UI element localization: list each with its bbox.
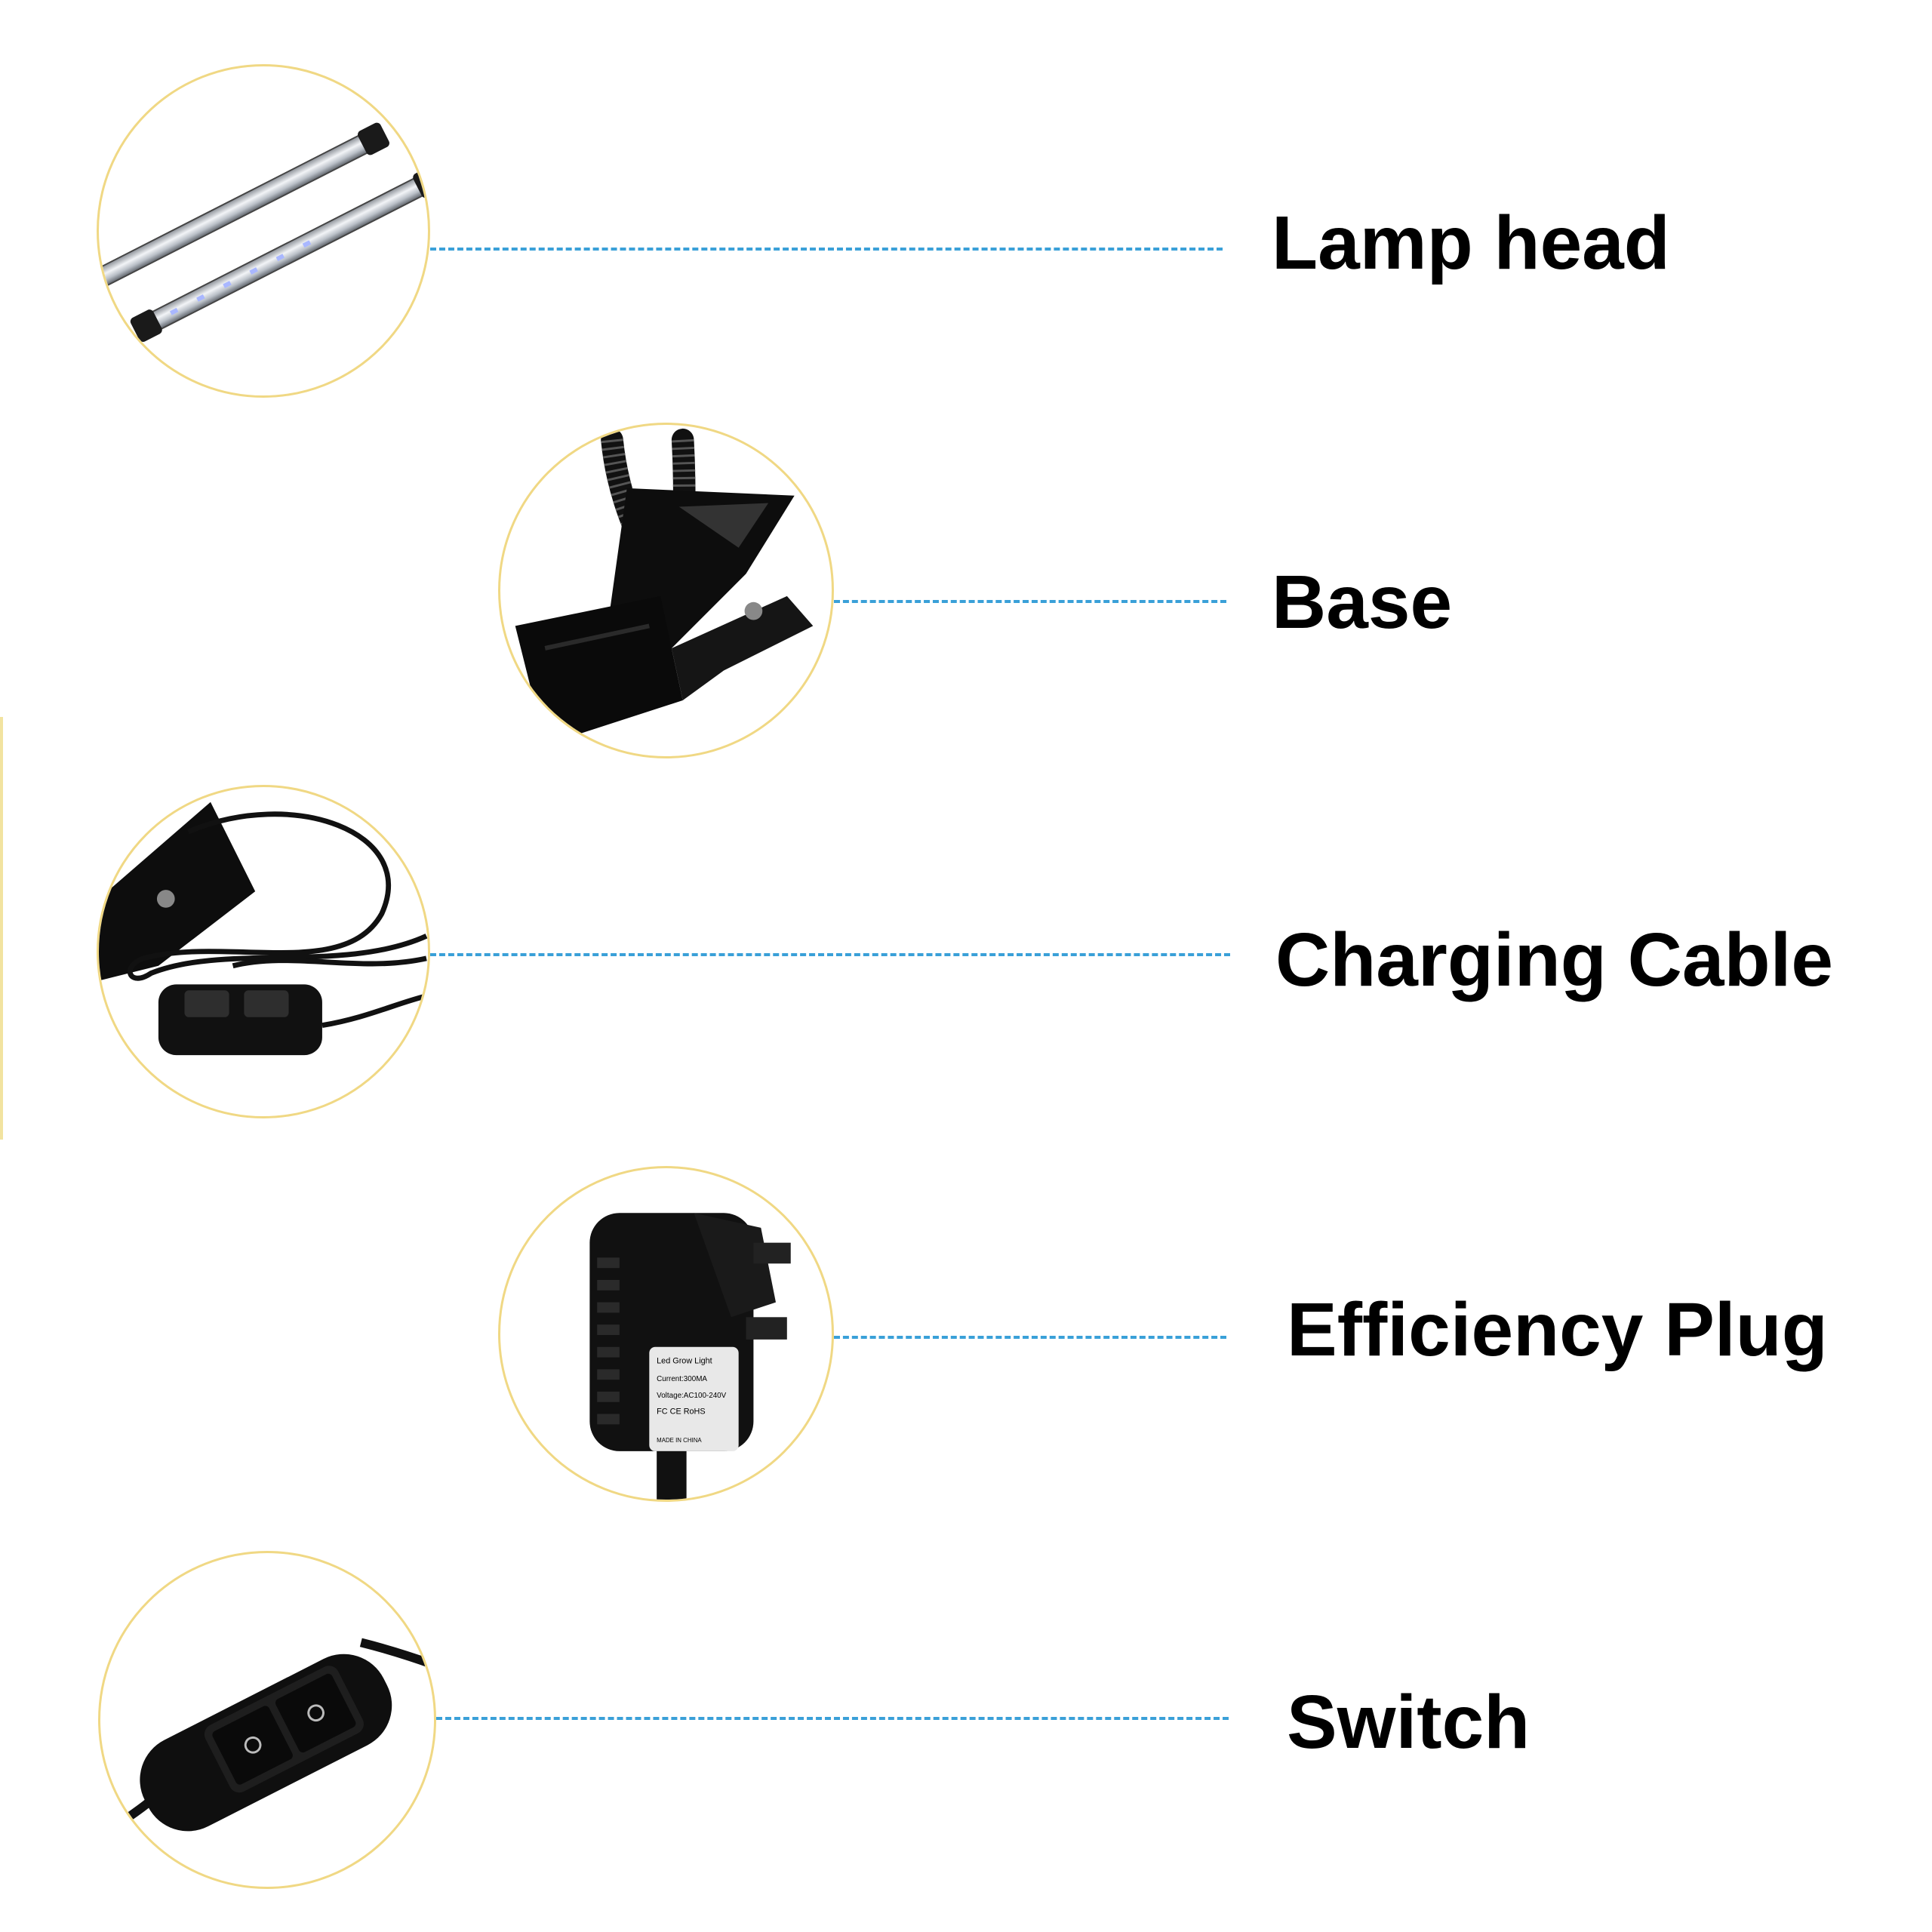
charging-cable-image xyxy=(97,785,430,1118)
adapter-label-line5: MADE IN CHINA xyxy=(657,1437,702,1444)
efficiency-plug-image: Led Grow Light Current:300MA Voltage:AC1… xyxy=(498,1166,834,1502)
adapter-label-line3: Voltage:AC100-240V xyxy=(657,1392,727,1400)
efficiency-plug-leader-line xyxy=(834,1336,1226,1339)
clip-cable-icon xyxy=(99,801,428,1056)
switch-image xyxy=(98,1551,436,1889)
charging-cable-leader-line xyxy=(430,953,1230,956)
lamp-head-image xyxy=(97,64,430,398)
lamp-head-tubes-icon xyxy=(99,122,428,342)
adapter-label-line2: Current:300MA xyxy=(657,1375,707,1383)
dual-rocker-switch-icon xyxy=(100,1638,434,1840)
switch-leader-line xyxy=(436,1717,1229,1720)
base-image xyxy=(498,423,834,758)
power-adapter-icon: Led Grow Light Current:300MA Voltage:AC1… xyxy=(589,1213,791,1500)
gooseneck-clip-icon xyxy=(515,428,814,746)
base-label: Base xyxy=(1272,560,1453,645)
adapter-label-line4: FC CE RoHS xyxy=(657,1407,705,1417)
left-edge-rule xyxy=(0,717,3,1140)
base-leader-line xyxy=(834,600,1226,603)
switch-label: Switch xyxy=(1287,1680,1531,1764)
lamp-head-leader-line xyxy=(430,248,1223,251)
adapter-label-line1: Led Grow Light xyxy=(657,1356,712,1365)
efficiency-plug-label: Efficiency Plug xyxy=(1287,1287,1828,1372)
lamp-head-label: Lamp head xyxy=(1272,201,1670,285)
charging-cable-label: Charging Cable xyxy=(1275,918,1833,1002)
